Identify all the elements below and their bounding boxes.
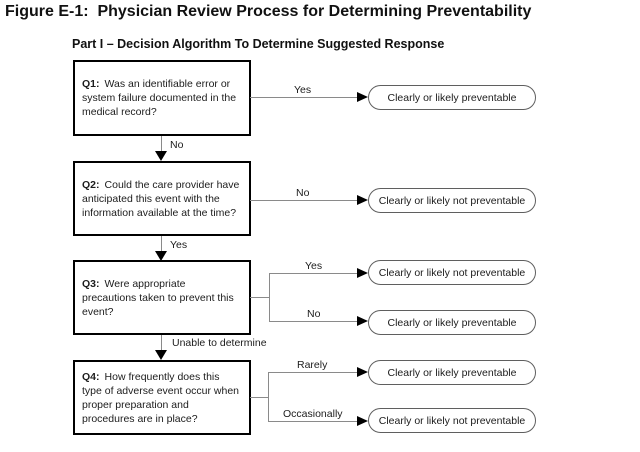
connector-q3-q4 [161,335,162,351]
question-box-q3: Q3:Were appropriate precautions taken to… [73,260,251,335]
outcome-oval-2: Clearly or likely not preventable [368,188,536,213]
question-q3-prefix: Q3: [82,277,100,290]
branch-label-q3-unable: Unable to determine [172,337,267,349]
question-q3-text: Were appropriate precautions taken to pr… [82,277,234,318]
arrowhead-down-q2-icon [155,151,167,161]
connector-q3-yes [269,273,357,274]
connector-q2-no [250,200,357,201]
connector-q4-occasionally [268,421,357,422]
arrowhead-down-q3-icon [155,251,167,261]
branch-label-q4-occasionally: Occasionally [283,408,343,420]
outcome-label-3: Clearly or likely not preventable [378,266,526,279]
connector-q4-stub [250,397,268,398]
arrowhead-right-5-icon [357,367,368,377]
figure-title: Figure E-1: Physician Review Process for… [5,3,532,20]
connector-q1-q2 [161,136,162,152]
outcome-label-5: Clearly or likely preventable [387,366,517,379]
arrowhead-down-q4-icon [155,350,167,360]
branch-label-q2-yes: Yes [170,239,188,251]
question-box-q1: Q1:Was an identifiable error or system f… [73,60,251,136]
connector-q4-rarely [268,372,357,373]
branch-label-q1-yes: Yes [294,84,312,96]
question-q2-prefix: Q2: [82,178,100,191]
branch-label-q4-rarely: Rarely [297,359,328,371]
branch-label-q1-no: No [170,139,184,151]
connector-q2-q3 [161,236,162,252]
question-q4-prefix: Q4: [82,370,100,383]
question-box-q4: Q4:How frequently does this type of adve… [73,360,251,435]
question-q4-text: How frequently does this type of adverse… [82,370,240,425]
connector-q3-stub [250,297,269,298]
question-q1: Q1:Was an identifiable error or system f… [82,77,242,119]
question-q4: Q4:How frequently does this type of adve… [82,370,242,426]
connector-q1-yes [250,97,357,98]
outcome-oval-4: Clearly or likely preventable [368,310,536,335]
outcome-label-4: Clearly or likely preventable [387,316,517,329]
outcome-oval-3: Clearly or likely not preventable [368,260,536,285]
arrowhead-right-2-icon [357,195,368,205]
question-q3: Q3:Were appropriate precautions taken to… [82,277,242,319]
outcome-oval-6: Clearly or likely not preventable [368,408,536,433]
connector-q3-split [269,273,270,322]
arrowhead-right-3-icon [357,268,368,278]
question-q1-text: Was an identifiable error or system fail… [82,78,237,118]
arrowhead-right-4-icon [357,316,368,326]
question-box-q2: Q2:Could the care provider have anticipa… [73,161,251,236]
arrowhead-right-1-icon [357,92,368,102]
question-q2-text: Could the care provider have anticipated… [82,178,240,219]
question-q1-prefix: Q1: [82,78,100,90]
outcome-label-2: Clearly or likely not preventable [378,194,526,207]
branch-label-q3-no: No [307,308,321,320]
branch-label-q3-yes: Yes [305,260,323,272]
arrowhead-right-6-icon [357,416,368,426]
connector-q3-no [269,321,357,322]
outcome-oval-1: Clearly or likely preventable [368,85,536,110]
figure-subtitle: Part I – Decision Algorithm To Determine… [72,37,445,51]
connector-q4-split [268,372,269,422]
branch-label-q2-no: No [296,187,310,199]
outcome-label-6: Clearly or likely not preventable [378,414,526,427]
outcome-label-1: Clearly or likely preventable [387,91,517,104]
question-q2: Q2:Could the care provider have anticipa… [82,178,242,220]
outcome-oval-5: Clearly or likely preventable [368,360,536,385]
